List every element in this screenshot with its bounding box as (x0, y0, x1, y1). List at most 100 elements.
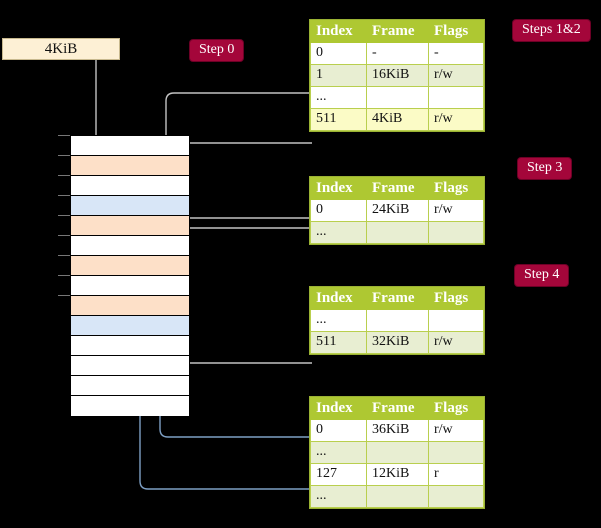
cell-frame (366, 441, 429, 464)
memory-row-6 (71, 256, 189, 276)
cell-frame: 36KiB (366, 419, 429, 442)
wire-result-a (152, 325, 312, 438)
wire-steps12-b (168, 142, 312, 164)
wire-step3-b (176, 227, 312, 287)
cell-index: 1 (310, 64, 367, 87)
cell-index: 0 (310, 419, 367, 442)
memory-tick-7 (58, 275, 70, 276)
table-row: ... (310, 221, 484, 244)
column-header-frame: Frame (366, 397, 429, 420)
wire-step3 (172, 217, 312, 245)
memory-row-8 (71, 296, 189, 316)
cell-flags (428, 221, 484, 244)
memory-tick-4 (58, 215, 70, 216)
column-header-flags: Flags (428, 397, 484, 420)
memory-tick-1 (58, 155, 70, 156)
memory-tick-2 (58, 175, 70, 176)
memory-tick-5 (58, 235, 70, 236)
step-label-3: Step 3 (518, 158, 572, 179)
cell-frame: 4KiB (366, 108, 429, 131)
column-header-frame: Frame (366, 20, 429, 43)
cell-frame: 12KiB (366, 463, 429, 486)
cell-flags: r/w (428, 331, 484, 354)
cell-flags: r/w (428, 108, 484, 131)
source-box: 4KiB (2, 38, 120, 60)
memory-row-3 (71, 196, 189, 216)
wire-step4 (170, 313, 312, 364)
cell-frame (366, 86, 429, 109)
memory-row-1 (71, 156, 189, 176)
wire-result-b (132, 217, 312, 490)
cell-flags: r/w (428, 199, 484, 222)
cell-index: 0 (310, 42, 367, 65)
memory-row-10 (71, 336, 189, 356)
memory-tick-3 (58, 195, 70, 196)
cell-frame: 32KiB (366, 331, 429, 354)
memory-row-5 (71, 236, 189, 256)
column-header-flags: Flags (428, 177, 484, 200)
cell-index: ... (310, 309, 367, 332)
table-row: ... (310, 309, 484, 332)
column-header-flags: Flags (428, 287, 484, 310)
cell-frame (366, 485, 429, 508)
memory-tick-8 (58, 295, 70, 296)
memory-row-2 (71, 176, 189, 196)
memory-row-11 (71, 356, 189, 376)
cell-frame: - (366, 42, 429, 65)
step-label-0: Step 0 (190, 40, 244, 61)
cell-frame (366, 309, 429, 332)
table-row: 0-- (310, 42, 484, 65)
cell-index: ... (310, 485, 367, 508)
column-header-flags: Flags (428, 20, 484, 43)
column-header-index: Index (310, 397, 367, 420)
memory-tick-0 (58, 135, 70, 136)
memory-row-4 (71, 216, 189, 236)
column-header-index: Index (310, 287, 367, 310)
cell-flags: r/w (428, 64, 484, 87)
column-header-index: Index (310, 20, 367, 43)
memory-row-9 (71, 316, 189, 336)
cell-index: 0 (310, 199, 367, 222)
cell-flags (428, 441, 484, 464)
column-header-index: Index (310, 177, 367, 200)
cell-flags: r (428, 463, 484, 486)
cell-frame (366, 221, 429, 244)
cell-index: ... (310, 441, 367, 464)
cell-index: ... (310, 86, 367, 109)
memory-tick-6 (58, 255, 70, 256)
cell-flags (428, 86, 484, 109)
step-label-12: Steps 1&2 (513, 20, 590, 41)
column-header-frame: Frame (366, 177, 429, 200)
cell-index: 511 (310, 108, 367, 131)
memory-row-0 (71, 136, 189, 156)
cell-flags (428, 309, 484, 332)
cell-index: 511 (310, 331, 367, 354)
cell-index: 127 (310, 463, 367, 486)
memory-row-12 (71, 376, 189, 396)
cell-frame: 24KiB (366, 199, 429, 222)
memory-row-13 (71, 396, 189, 416)
cell-flags: r/w (428, 419, 484, 442)
step-label-4: Step 4 (515, 265, 569, 286)
memory-row-7 (71, 276, 189, 296)
source-box-label: 4KiB (44, 40, 78, 57)
cell-flags (428, 485, 484, 508)
cell-flags: - (428, 42, 484, 65)
table-row: ... (310, 485, 484, 508)
wire-steps12-a (164, 92, 312, 163)
memory-column (70, 135, 190, 416)
table-row: ... (310, 86, 484, 109)
cell-index: ... (310, 221, 367, 244)
column-header-frame: Frame (366, 287, 429, 310)
table-row: ... (310, 441, 484, 464)
